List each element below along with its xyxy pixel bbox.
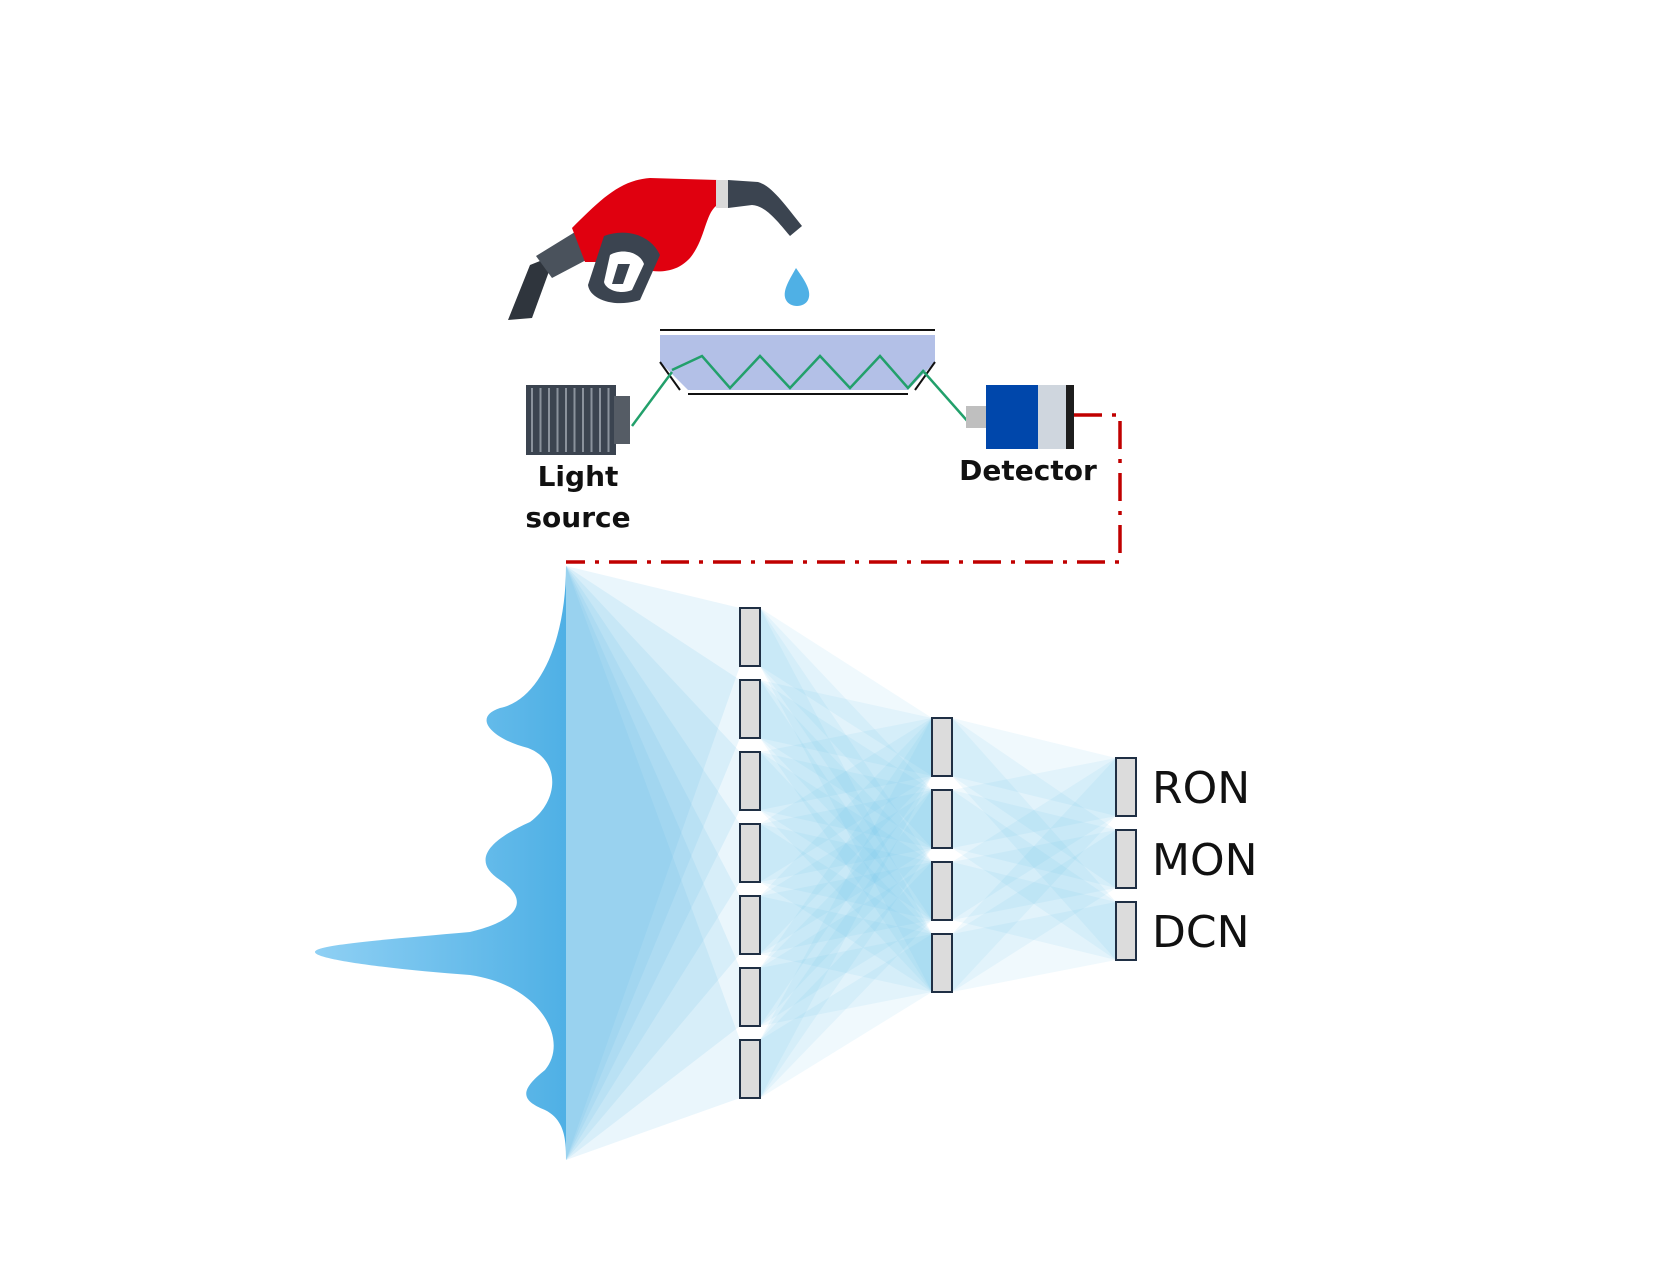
- layer-link: [952, 758, 1116, 992]
- layer-link: [760, 752, 932, 992]
- hidden1-node: [739, 607, 761, 667]
- layer-link: [760, 608, 932, 848]
- layer-link: [760, 824, 932, 920]
- layer-link: [952, 758, 1116, 920]
- layer-link: [760, 934, 932, 1098]
- layer-link: [760, 680, 932, 848]
- layer-link: [760, 680, 932, 776]
- layer-link: [760, 718, 932, 1098]
- atr-crystal-icon: [659, 329, 936, 395]
- hidden1-node: [739, 679, 761, 739]
- layer-link: [760, 608, 932, 920]
- layer-link: [760, 718, 932, 954]
- layer-link: [760, 896, 932, 992]
- layer-link: [760, 718, 932, 810]
- hidden1-node: [739, 751, 761, 811]
- light-source-icon: [526, 385, 630, 455]
- signal-link: [566, 413, 1122, 564]
- layer-link: [760, 680, 932, 992]
- output-label-ron: RON: [1152, 763, 1250, 814]
- beam-in: [630, 371, 674, 427]
- layer-link: [952, 790, 1116, 960]
- layer-link: [952, 862, 1116, 960]
- layer-link: [952, 830, 1116, 920]
- layer-link: [952, 718, 1116, 960]
- output-node: [1115, 901, 1137, 961]
- fuel-nozzle-icon: [508, 178, 802, 320]
- layer-link: [952, 758, 1116, 848]
- input-link: [566, 566, 740, 1160]
- layer-link: [760, 934, 932, 1026]
- layer-link: [760, 862, 932, 954]
- hidden1-node: [739, 1039, 761, 1099]
- layer-link: [760, 790, 932, 882]
- layer-link: [760, 862, 932, 1098]
- layer-link: [760, 862, 932, 1026]
- layer-link: [952, 718, 1116, 816]
- detector-label: Detector: [959, 454, 1097, 487]
- light-source-label-line1: Light: [538, 460, 619, 493]
- layer-link: [952, 790, 1116, 888]
- output-label-dcn: DCN: [1152, 907, 1250, 958]
- hidden2-node: [931, 861, 953, 921]
- layer-link: [760, 608, 932, 992]
- hidden2-node: [931, 789, 953, 849]
- layer-link: [952, 902, 1116, 992]
- layer-link: [952, 830, 1116, 992]
- layer-link: [760, 608, 932, 776]
- layer-link: [760, 824, 932, 992]
- output-node: [1115, 829, 1137, 889]
- layer-link: [760, 790, 932, 1098]
- input-link: [566, 566, 740, 1160]
- output-label-mon: MON: [1152, 835, 1258, 886]
- layer-link: [760, 790, 932, 954]
- input-link: [566, 566, 740, 1160]
- input-link: [566, 566, 740, 1160]
- fuel-drop-icon: [784, 268, 810, 306]
- layer-link: [760, 790, 932, 1026]
- spectrum-shape: [315, 566, 566, 1160]
- input-link: [566, 566, 740, 1160]
- layer-link: [760, 752, 932, 848]
- hidden2-node: [931, 717, 953, 777]
- layer-link: [760, 752, 932, 920]
- hidden1-node: [739, 967, 761, 1027]
- light-source-label-line2: source: [525, 501, 630, 534]
- beam-out: [923, 371, 971, 425]
- input-link: [566, 566, 740, 1160]
- layer-link: [760, 718, 932, 882]
- input-link: [566, 566, 740, 1160]
- neural-network: [315, 566, 1137, 1160]
- output-node: [1115, 757, 1137, 817]
- layer-link: [952, 718, 1116, 888]
- layer-link: [760, 680, 932, 920]
- hidden1-node: [739, 823, 761, 883]
- hidden2-node: [931, 933, 953, 993]
- detector-icon: [966, 385, 1074, 449]
- hidden1-node: [739, 895, 761, 955]
- layer-link: [760, 718, 932, 1026]
